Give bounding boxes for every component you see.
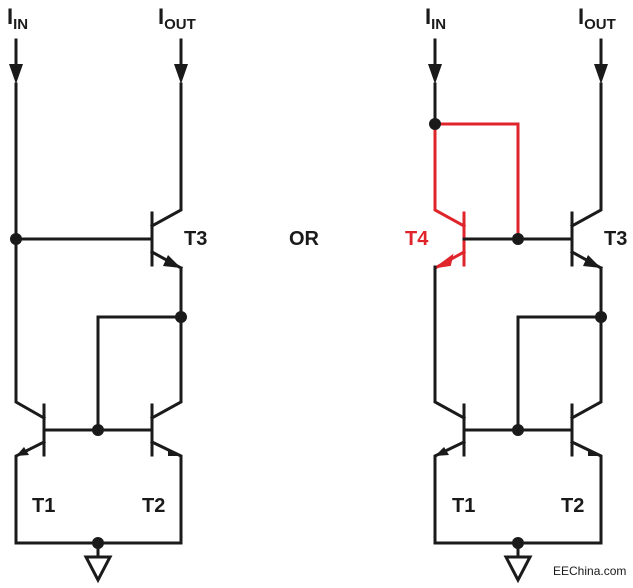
i-in-label-right: IIN xyxy=(425,4,446,33)
i-out-label-left: IOUT xyxy=(158,4,196,33)
junction-dot xyxy=(92,424,104,436)
watermark: EEChina.com xyxy=(553,564,626,578)
ground-icon xyxy=(83,555,113,584)
t2-transistor-left xyxy=(149,403,183,545)
t3-transistor-left xyxy=(149,82,184,421)
or-label: OR xyxy=(289,228,320,250)
t2-label: T2 xyxy=(142,495,165,517)
t4-label: T4 xyxy=(405,228,429,250)
junction-dot xyxy=(175,311,187,323)
left-circuit: IIN IOUT xyxy=(7,4,207,584)
i-in-label-left: IIN xyxy=(7,4,28,33)
t2-transistor-right xyxy=(569,403,603,545)
t1-label: T1 xyxy=(32,495,55,517)
t4-transistor xyxy=(433,122,520,270)
t3-label: T3 xyxy=(604,228,627,250)
t1-transistor-right xyxy=(433,403,467,545)
t1-label: T1 xyxy=(452,495,475,517)
junction-dot xyxy=(10,233,22,245)
feedback-wire-left xyxy=(96,315,183,432)
t2-label: T2 xyxy=(561,495,584,517)
right-circuit: IIN IOUT xyxy=(405,4,627,584)
t3-transistor-right xyxy=(569,82,604,421)
t1-transistor-left xyxy=(14,403,47,545)
i-out-label-right: IOUT xyxy=(578,4,616,33)
t3-label: T3 xyxy=(184,228,207,250)
feedback-wire-right xyxy=(516,315,603,432)
t1-collector-wire-right xyxy=(433,265,467,421)
junction-dot xyxy=(512,233,524,245)
ground-icon xyxy=(503,555,533,584)
junction-dot xyxy=(595,311,607,323)
junction-dot xyxy=(429,118,441,130)
junction-dot xyxy=(512,424,524,436)
input-wire-left xyxy=(14,82,47,421)
